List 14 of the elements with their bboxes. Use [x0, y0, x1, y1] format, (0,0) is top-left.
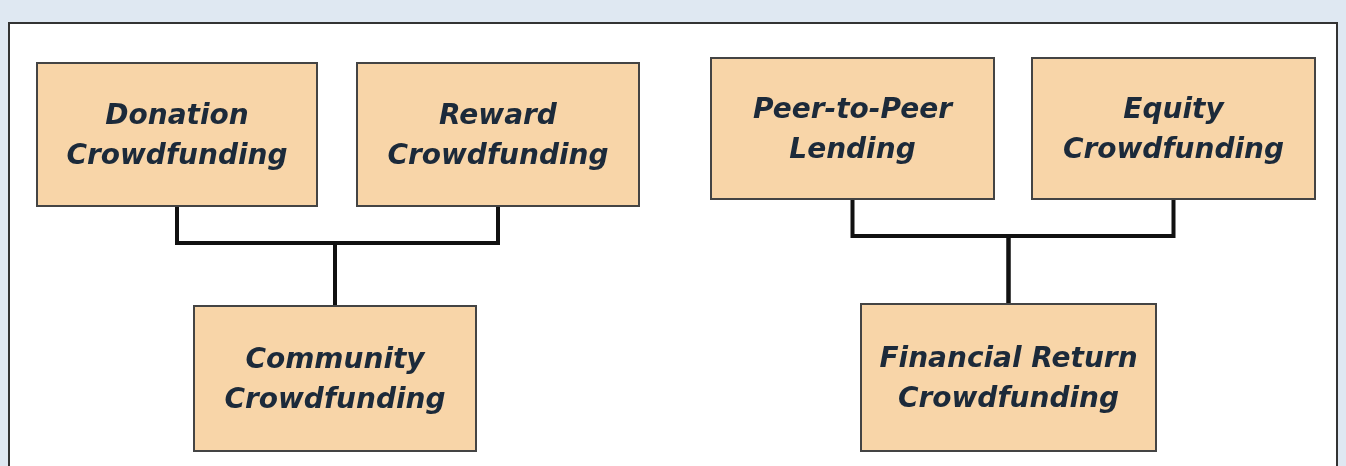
- connector-line: [333, 207, 500, 305]
- box-label: Equity Crowdfunding: [1061, 90, 1286, 167]
- box-label: Peer-to-Peer Lending: [752, 90, 955, 167]
- category-box: [193, 305, 477, 452]
- category-box: [710, 57, 995, 200]
- category-box: [860, 303, 1157, 452]
- box-label: Financial Return Crowdfunding: [878, 339, 1139, 416]
- box-label: Donation Crowdfunding: [65, 96, 289, 173]
- box-label: Reward Crowdfunding: [386, 96, 610, 173]
- category-box: [1031, 57, 1316, 200]
- category-box: [36, 62, 318, 207]
- box-label: Community Crowdfunding: [223, 340, 447, 417]
- connector-line: [1006, 200, 1176, 303]
- category-box: [356, 62, 640, 207]
